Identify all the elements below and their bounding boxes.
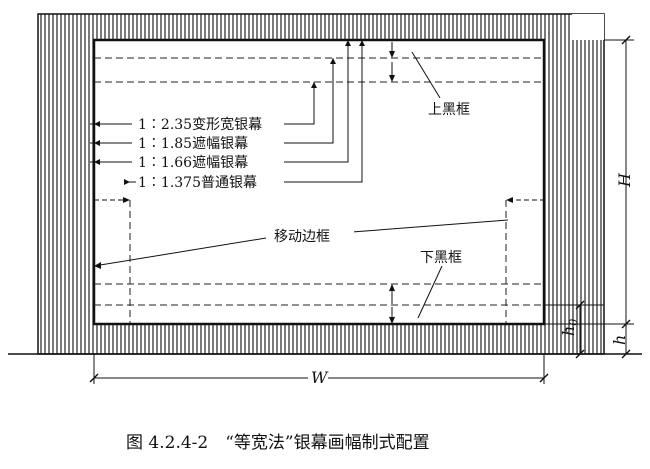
- label-ratio-185: 1∶1.85遮幅银幕: [138, 136, 248, 152]
- label-bottom-frame: 下黑框: [420, 250, 462, 266]
- label-ratio-1375: 1∶1.375普通银幕: [138, 175, 257, 191]
- label-backing: [136, 110, 284, 192]
- right-wall-notch: [572, 14, 604, 40]
- wall-hatch-right: [544, 14, 604, 354]
- format-outlines: [94, 57, 544, 324]
- label-h0-sub: 0: [567, 319, 580, 326]
- top-arrow-head-2: [389, 75, 395, 82]
- dimension-W-ticks: [89, 373, 549, 383]
- tick-W-right: [539, 373, 549, 383]
- arrow-tick-1375: [124, 179, 130, 185]
- arrow-leader-top-166: [345, 40, 351, 46]
- top-frame-leader: [411, 51, 441, 99]
- bottom-frame-leader: [417, 265, 443, 319]
- wall-hatch-top: [94, 14, 544, 40]
- moving-frame-leader-left: [93, 237, 267, 267]
- bottom-arrow-head-1: [389, 284, 395, 291]
- tick-h-bottom: [621, 349, 631, 359]
- leader-ratio-185: [284, 58, 334, 144]
- label-ratio-235: 1∶2.35变形宽银幕: [138, 116, 262, 133]
- label-h: h: [610, 335, 629, 345]
- tick-W-left: [89, 373, 99, 383]
- top-arrow-head-1: [389, 51, 395, 58]
- arrow-leader-top-185: [330, 58, 336, 64]
- top-frame-label-backing: [426, 98, 474, 118]
- tick-h0-top: [575, 300, 585, 310]
- bottom-frame-label-backing: [418, 246, 466, 266]
- label-H: H: [615, 172, 634, 188]
- wall-hatch-left: [38, 14, 94, 354]
- arrow-leader-top-235: [311, 82, 317, 88]
- tick-arrows: [94, 40, 365, 269]
- label-ratio-166: 1∶1.66遮幅银幕: [138, 155, 248, 171]
- label-moving-frame: 移动边框: [274, 229, 330, 245]
- arrow-moving-left: [94, 262, 101, 269]
- leader-ratio-1375: [284, 40, 363, 183]
- label-h0: h0: [559, 319, 580, 336]
- tick-h0-bottom: [575, 349, 585, 359]
- side-arrow-right-head: [506, 197, 513, 203]
- label-leaders: [90, 40, 509, 319]
- leader-ratio-166: [284, 40, 349, 163]
- side-arrow-left-head: [123, 197, 130, 203]
- tick-H-top: [621, 35, 631, 45]
- moving-frame-leader-right: [351, 219, 509, 233]
- label-h0-base: h: [559, 326, 578, 336]
- figure-caption: 图 4.2.4-2 “等宽法”银幕画幅制式配置: [126, 433, 430, 453]
- arrow-tick-166: [94, 159, 100, 165]
- moving-frame-label-backing: [266, 224, 354, 246]
- leader-ratio-235: [284, 82, 315, 125]
- bottom-arrow-head-2: [389, 317, 395, 324]
- arrow-tick-235: [94, 121, 100, 127]
- frame-arrows: [389, 42, 395, 324]
- arrow-tick-185: [94, 140, 100, 146]
- label-W: W: [311, 368, 329, 387]
- dimension-H: [544, 39, 634, 354]
- label-top-frame: 上黑框: [428, 102, 470, 118]
- W-label-backing: [308, 368, 328, 386]
- dimension-ticks: [575, 35, 631, 359]
- wall-hatch-bottom: [94, 324, 544, 354]
- tick-H-bottom: [621, 319, 631, 329]
- arrow-leader-top-1375: [359, 40, 365, 46]
